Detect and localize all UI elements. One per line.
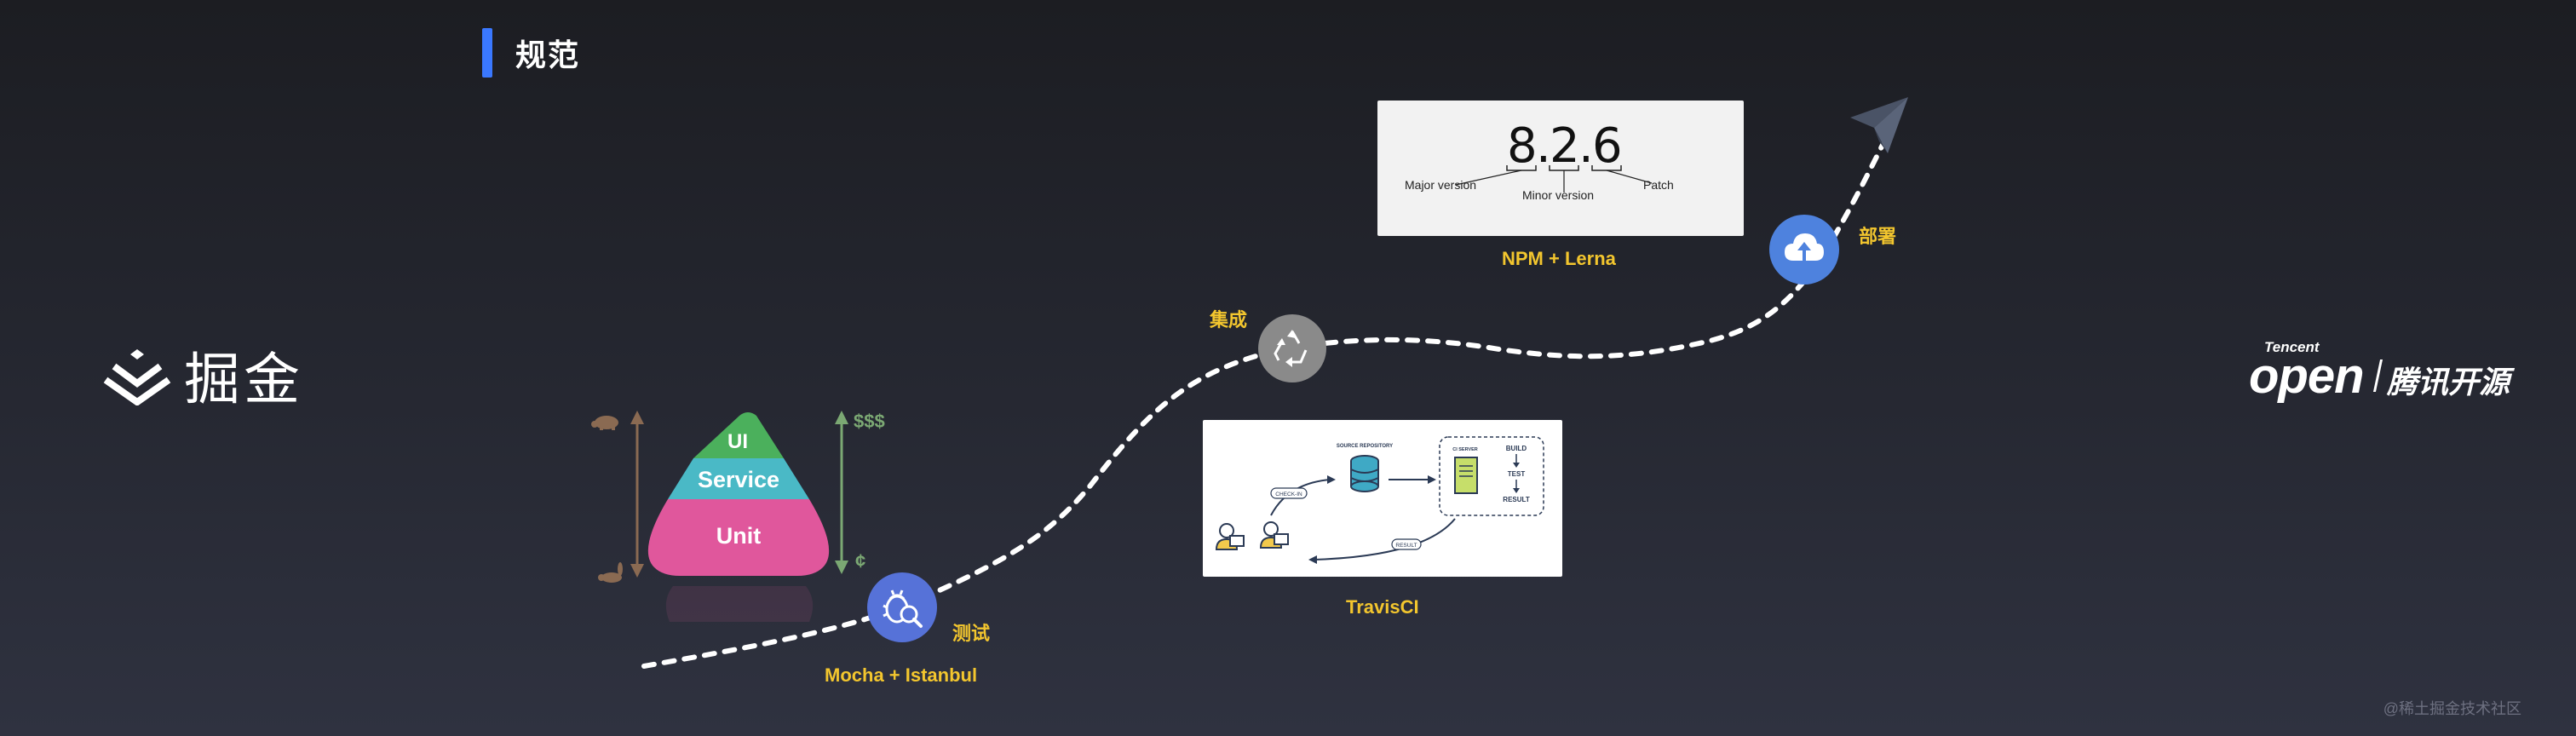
pyramid-label-ui: UI [727, 430, 748, 453]
cost-arrow-icon [835, 411, 848, 574]
ci-server-box [1439, 436, 1544, 516]
semver-dot-2: . [1578, 118, 1594, 174]
title-accent-bar [482, 28, 492, 78]
tencent-open-logo: Tencent open 腾讯开源 [2249, 339, 2521, 404]
minor-version-label: Minor version [1522, 188, 1594, 202]
cloud-upload-icon [1785, 233, 1824, 262]
check-in-label: CHECK-IN [1275, 492, 1302, 497]
speed-arrow-icon [630, 411, 644, 578]
cost-high-label: $$$ [854, 411, 885, 432]
pyramid-label-service: Service [698, 467, 779, 492]
watermark: @稀土掘金技术社区 [2383, 700, 2521, 717]
ci-flow-diagram: CHECK-IN SOURCE REPOSITORY CI SERVER [1215, 436, 1544, 564]
pyramid-reflection [665, 586, 814, 622]
pyramid-layer-unit [647, 499, 830, 576]
juejin-logo-text: 掘金 [184, 348, 303, 411]
bug-search-icon [883, 589, 923, 628]
pyramid-layer-ui [693, 412, 784, 458]
result-pill [1391, 538, 1422, 550]
juejin-logo: 掘金 [102, 334, 303, 416]
semver-patch: 6 [1592, 118, 1623, 174]
test-pyramid: $$$ ¢ UI Service Unit [591, 411, 885, 622]
deploy-stage-label: 部署 [1859, 226, 1897, 247]
paper-plane-icon [1850, 97, 1908, 153]
pyramid-layer-service [668, 458, 809, 499]
juejin-logo-icon [103, 349, 171, 405]
build-step-label: BUILD [1506, 445, 1527, 452]
server-icon [1454, 457, 1478, 494]
test-tool-label: Mocha + Istanbul [825, 664, 978, 686]
recycle-icon [1274, 330, 1308, 367]
ci-server-label: CI SERVER [1452, 447, 1478, 452]
major-version-label: Major version [1405, 178, 1476, 192]
semver-major: 8 [1507, 118, 1538, 174]
ci-flow-card: CHECK-IN SOURCE REPOSITORY CI SERVER [1203, 420, 1562, 577]
semver-minor: 2 [1550, 118, 1580, 174]
deploy-stage-node [1769, 215, 1839, 285]
test-step-label: TEST [1508, 470, 1526, 478]
turtle-icon [591, 416, 618, 430]
hare-icon [598, 562, 623, 583]
test-stage-label: 测试 [952, 623, 991, 644]
cost-low-label: ¢ [855, 550, 865, 572]
result-pill-label: RESULT [1395, 543, 1417, 549]
semver-diagram: 8 . 2 . 6 Major version Minor version Pa… [1405, 118, 1674, 202]
semver-card: 8 . 2 . 6 Major version Minor version Pa… [1377, 101, 1744, 236]
check-in-pill [1270, 487, 1308, 499]
test-stage-node [867, 572, 937, 642]
patch-version-label: Patch [1643, 178, 1674, 192]
ci-stage-label: 集成 [1210, 309, 1248, 331]
ci-stage-node [1258, 314, 1326, 382]
ci-tool-label: TravisCI [1346, 596, 1419, 618]
pyramid-label-unit: Unit [716, 523, 761, 549]
tencent-logo-open: open [2249, 348, 2365, 404]
semver-dot-1: . [1536, 118, 1551, 174]
result-step-label: RESULT [1503, 496, 1530, 503]
deploy-tool-label: NPM + Lerna [1502, 248, 1616, 269]
page-title: 规范 [515, 37, 581, 72]
developer-icon [1215, 523, 1245, 550]
database-icon [1350, 455, 1379, 492]
tencent-logo-small: Tencent [2264, 339, 2320, 355]
developer-icon [1259, 521, 1289, 549]
tencent-logo-cn: 腾讯开源 [2387, 365, 2510, 400]
source-repo-label: SOURCE REPOSITORY [1337, 444, 1393, 449]
